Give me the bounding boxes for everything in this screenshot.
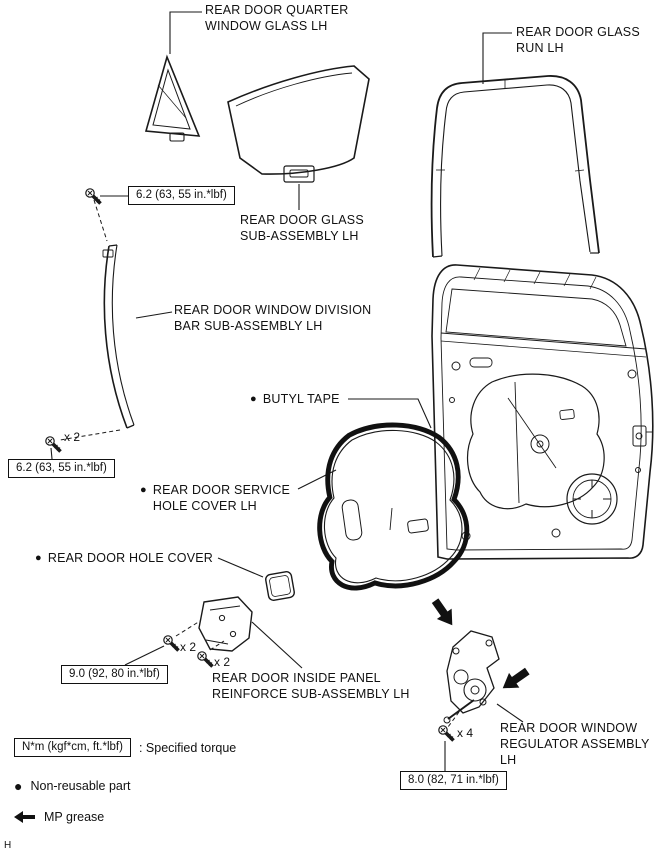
- label-glass-sub-assembly: REAR DOOR GLASS SUB-ASSEMBLY LH: [240, 213, 364, 243]
- screw-icon: [43, 434, 63, 454]
- legend-torque: N*m (kgf*cm, ft.*lbf) : Specified torque: [14, 738, 236, 757]
- page-marker: H: [4, 840, 12, 851]
- mp-grease-arrow-icon: [427, 595, 460, 631]
- label-butyl-tape: ● BUTYL TAPE: [250, 391, 340, 407]
- label-quarter-window-glass: REAR DOOR QUARTER WINDOW GLASS LH: [205, 3, 349, 33]
- quarter-window-glass-drawing: [144, 54, 201, 142]
- mp-grease-arrow-icon: [497, 663, 533, 696]
- label-butyl-tape-text: BUTYL TAPE: [262, 392, 340, 406]
- reinforce-bracket-drawing: [198, 596, 253, 652]
- legend-torque-desc: : Specified torque: [138, 740, 237, 755]
- legend-non-reusable-text: Non-reusable part: [30, 779, 131, 793]
- non-reusable-bullet-icon: ●: [14, 778, 23, 794]
- bolt-quantity-regulator: x 4: [457, 726, 474, 740]
- label-service-hole-cover: ● REAR DOOR SERVICE HOLE COVER LH: [140, 482, 290, 514]
- legend-torque-box: N*m (kgf*cm, ft.*lbf): [14, 738, 131, 757]
- label-inside-panel-reinforce: REAR DOOR INSIDE PANEL REINFORCE SUB-ASS…: [212, 671, 410, 701]
- legend-mp-grease-text: MP grease: [44, 810, 105, 824]
- screw-icon: [162, 633, 181, 653]
- dashed-lines: [59, 199, 460, 728]
- screw-icon: [84, 187, 103, 206]
- door-hole-cover-drawing: [265, 571, 295, 601]
- label-door-hole-cover-text: REAR DOOR HOLE COVER: [47, 551, 213, 565]
- non-reusable-bullet-icon: ●: [35, 552, 42, 564]
- glass-run-drawing: [430, 75, 600, 258]
- label-door-hole-cover: ● REAR DOOR HOLE COVER: [35, 550, 213, 566]
- bolt-quantity-reinforce-b: x 2: [214, 655, 231, 669]
- service-hole-cover-drawing: [323, 429, 463, 584]
- non-reusable-bullet-icon: ●: [250, 393, 257, 405]
- door-panel-drawing: [431, 264, 654, 560]
- torque-spec-lower-division-bar: 6.2 (63, 55 in.*lbf): [8, 459, 115, 478]
- non-reusable-bullet-icon: ●: [140, 484, 147, 496]
- label-glass-run: REAR DOOR GLASS RUN LH: [516, 25, 640, 55]
- bolt-quantity-division-bar: x 2: [64, 430, 81, 444]
- torque-spec-regulator: 8.0 (82, 71 in.*lbf): [400, 771, 507, 790]
- leader-lines: [50, 11, 524, 771]
- torque-spec-reinforce: 9.0 (92, 80 in.*lbf): [61, 665, 168, 684]
- label-service-hole-cover-text: REAR DOOR SERVICE HOLE COVER LH: [152, 483, 291, 513]
- regulator-drawing: [443, 630, 500, 724]
- butyl-tape-drawing: [317, 422, 470, 591]
- door-glass-drawing: [227, 65, 370, 183]
- label-window-regulator: REAR DOOR WINDOW REGULATOR ASSEMBLY LH: [500, 721, 650, 767]
- screw-icon: [436, 723, 456, 743]
- division-bar-drawing: [102, 244, 135, 429]
- legend-non-reusable: ● Non-reusable part: [14, 778, 131, 794]
- label-division-bar: REAR DOOR WINDOW DIVISION BAR SUB-ASSEMB…: [174, 303, 372, 333]
- bolt-quantity-reinforce-a: x 2: [180, 640, 197, 654]
- torque-spec-upper-division-bar: 6.2 (63, 55 in.*lbf): [128, 186, 235, 205]
- screw-icon: [196, 649, 215, 669]
- mp-grease-arrow-icon: [14, 811, 35, 823]
- legend-mp-grease: MP grease: [14, 810, 104, 824]
